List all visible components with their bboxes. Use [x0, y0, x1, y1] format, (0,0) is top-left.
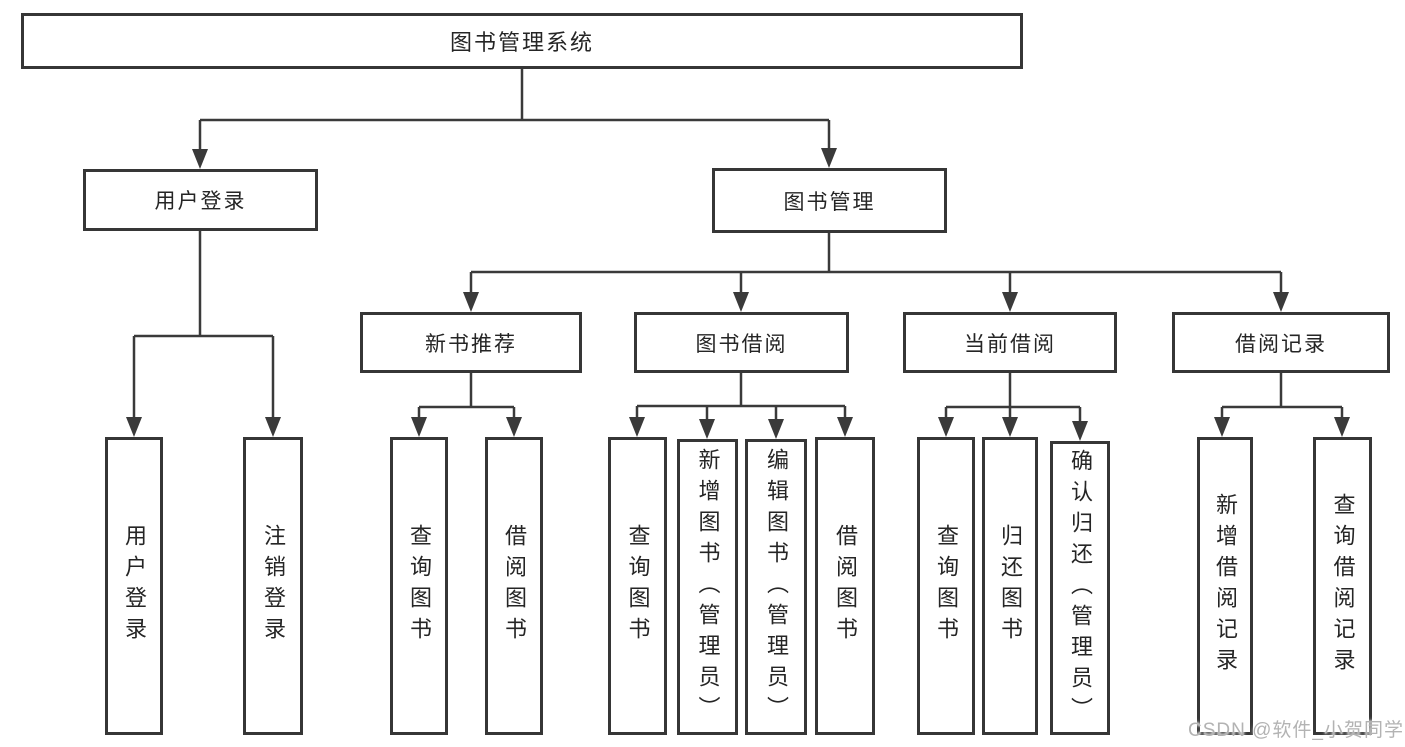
- node-leaf-query-borrow-record: 查询借阅记录: [1313, 437, 1372, 735]
- node-label: 用户登录: [154, 190, 247, 213]
- node-label: 新书推荐: [425, 332, 517, 356]
- node-label: 图书管理系统: [449, 30, 594, 55]
- node-leaf-return-books: 归还图书: [982, 437, 1038, 735]
- node-leaf-user-login: 用户登录: [105, 437, 163, 735]
- node-label: 注销登录: [261, 524, 286, 648]
- node-label: 图书管理: [783, 190, 876, 214]
- node-leaf-query-books-current: 查询图书: [917, 437, 975, 735]
- node-leaf-borrow-books-recommend: 借阅图书: [485, 437, 543, 735]
- node-library-management-system: 图书管理系统: [21, 13, 1023, 69]
- node-borrow-records: 借阅记录: [1172, 312, 1390, 373]
- node-leaf-confirm-return-admin: 确认归还（管理员）: [1050, 441, 1110, 735]
- arrowheads: [126, 148, 1350, 441]
- node-label: 确认归还（管理员）: [1068, 448, 1093, 728]
- node-leaf-borrow-books-borrowing: 借阅图书: [815, 437, 875, 735]
- node-leaf-add-borrow-record: 新增借阅记录: [1197, 437, 1253, 735]
- node-label: 查询借阅记录: [1330, 493, 1356, 679]
- node-label: 归还图书: [998, 524, 1023, 648]
- node-label: 查询图书: [625, 524, 651, 648]
- node-leaf-edit-book-admin: 编辑图书（管理员）: [745, 439, 807, 735]
- node-label: 图书借阅: [695, 332, 788, 356]
- node-label: 查询图书: [407, 524, 432, 648]
- node-label: 编辑图书（管理员）: [764, 447, 789, 727]
- node-label: 借阅记录: [1235, 332, 1327, 356]
- node-label: 查询图书: [934, 524, 959, 648]
- node-label: 新增图书（管理员）: [695, 447, 721, 727]
- watermark-text: CSDN @软件_小贺同学: [1188, 720, 1404, 741]
- node-book-management: 图书管理: [712, 168, 947, 233]
- node-label: 借阅图书: [833, 524, 858, 648]
- node-label: 新增借阅记录: [1213, 493, 1238, 679]
- node-leaf-query-books-borrowing: 查询图书: [608, 437, 667, 735]
- node-book-borrowing: 图书借阅: [634, 312, 849, 373]
- node-new-book-recommend: 新书推荐: [360, 312, 582, 373]
- node-label: 借阅图书: [502, 524, 527, 648]
- node-current-borrowing: 当前借阅: [903, 312, 1117, 373]
- node-user-login: 用户登录: [83, 169, 318, 231]
- node-label: 用户登录: [122, 524, 147, 648]
- node-leaf-query-books-recommend: 查询图书: [390, 437, 448, 735]
- node-label: 当前借阅: [964, 332, 1056, 356]
- node-leaf-logout: 注销登录: [243, 437, 303, 735]
- connector-paths: [132, 69, 1344, 425]
- node-leaf-add-book-admin: 新增图书（管理员）: [677, 439, 738, 735]
